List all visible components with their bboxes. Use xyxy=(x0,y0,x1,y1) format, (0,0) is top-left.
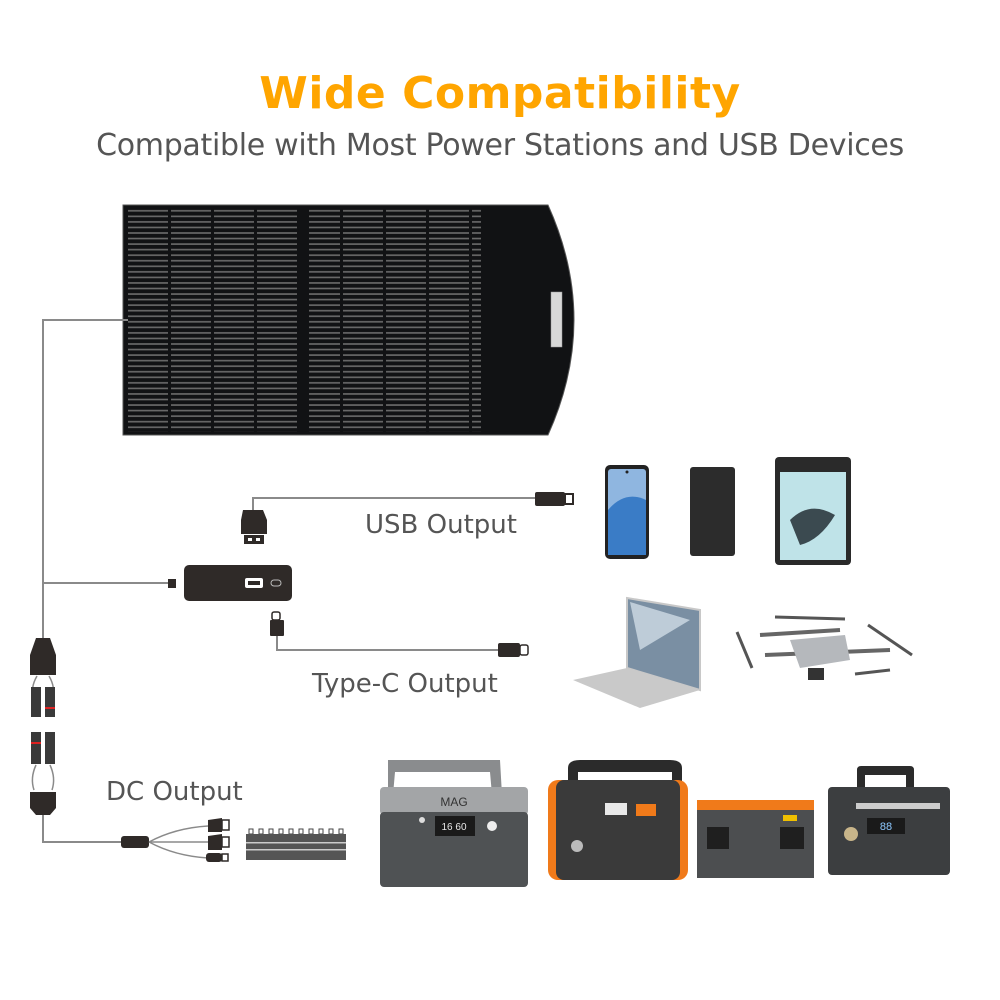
power-station-orange-lid-icon xyxy=(697,800,814,878)
dc-cable-icon xyxy=(42,815,230,862)
solar-panel-icon xyxy=(122,204,575,436)
power-station-mag-icon: 16 60 MAG xyxy=(380,760,528,887)
power-bank-icon xyxy=(690,467,735,556)
usb-cable-icon xyxy=(241,492,574,544)
svg-text:16 60: 16 60 xyxy=(441,822,466,833)
page-title: Wide Compatibility xyxy=(259,68,741,119)
svg-text:MAG: MAG xyxy=(440,795,467,809)
main-cable xyxy=(42,319,170,640)
usb-junction-box-icon xyxy=(168,565,292,601)
type-c-output-label: Type-C Output xyxy=(312,669,498,699)
type-c-cable-icon xyxy=(270,611,529,657)
smartphone-icon xyxy=(605,465,649,559)
mc4-connector-icon xyxy=(30,638,56,815)
page-subtitle: Compatible with Most Power Stations and … xyxy=(96,128,904,163)
power-station-dark-icon: 88 xyxy=(828,766,950,875)
usb-output-label: USB Output xyxy=(365,510,517,540)
tablet-icon xyxy=(775,457,851,565)
power-station-orange-icon xyxy=(548,760,688,880)
dc-adapter-tips-icon xyxy=(246,828,347,861)
svg-text:88: 88 xyxy=(880,821,892,833)
dc-output-label: DC Output xyxy=(106,777,243,807)
drone-icon xyxy=(735,615,913,680)
laptop-icon xyxy=(573,596,701,708)
